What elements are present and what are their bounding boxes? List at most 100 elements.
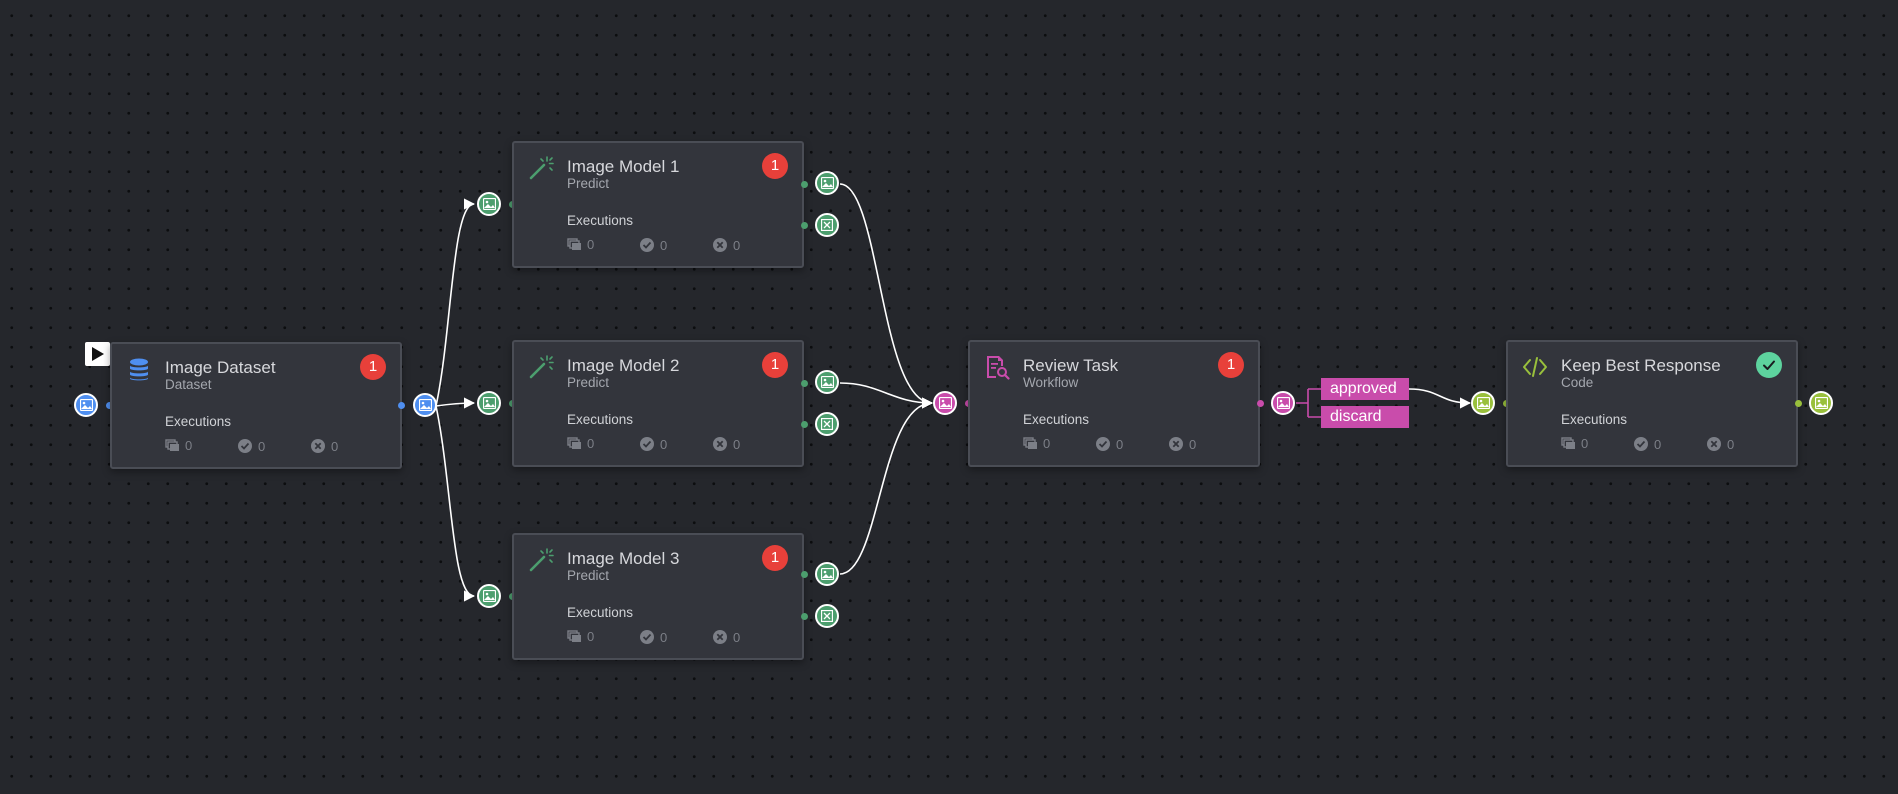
- start-button[interactable]: [85, 342, 110, 366]
- image-icon: [938, 397, 952, 409]
- error-badge[interactable]: 1: [762, 153, 788, 179]
- image-icon: [79, 399, 93, 411]
- model-2-input-port[interactable]: [477, 391, 501, 415]
- error-badge[interactable]: 1: [360, 354, 386, 380]
- node-keep-best-response[interactable]: Keep Best Response Code Executions 0 0 0: [1506, 340, 1798, 467]
- branch-discard[interactable]: discard: [1321, 406, 1409, 428]
- succeeded-count: 0: [1116, 436, 1124, 452]
- broken-image-icon: [821, 610, 833, 622]
- stack-icon: [165, 439, 179, 451]
- image-icon: [1476, 397, 1490, 409]
- keep-output-dot: [1795, 400, 1802, 407]
- model-3-error-port[interactable]: [815, 604, 839, 628]
- stack-icon: [567, 437, 581, 449]
- executions-total: 0: [1023, 436, 1050, 451]
- check-circle-icon: [1634, 437, 1648, 451]
- model-3-output-port[interactable]: [815, 562, 839, 586]
- model-2-error-port[interactable]: [815, 412, 839, 436]
- model-1-output-dot: [801, 181, 808, 188]
- failed-count: 0: [1727, 436, 1735, 452]
- edge-review-to-branches: [1296, 388, 1321, 418]
- branch-approved[interactable]: approved: [1321, 378, 1409, 400]
- keep-input-port[interactable]: [1471, 391, 1495, 415]
- executions-succeeded: 0: [639, 629, 667, 645]
- executions-label: Executions: [1561, 412, 1628, 427]
- executions-total: 0: [1561, 436, 1588, 451]
- image-icon: [820, 568, 834, 580]
- review-input-port[interactable]: [933, 391, 957, 415]
- x-circle-icon: [713, 437, 727, 451]
- review-output-dot: [1257, 400, 1264, 407]
- review-output-port[interactable]: [1271, 391, 1295, 415]
- node-title: Image Model 3: [567, 549, 680, 568]
- edge-approved-to-keep: [1408, 388, 1472, 409]
- node-image-dataset[interactable]: Image Dataset Dataset 1 Executions 0 0 0: [110, 342, 402, 469]
- executions-label: Executions: [567, 412, 634, 427]
- x-circle-icon: [311, 439, 325, 453]
- broken-image-icon: [821, 219, 833, 231]
- edge-dataset-to-model-1: [435, 198, 476, 407]
- node-subtitle: Predict: [567, 568, 610, 583]
- error-badge[interactable]: 1: [1218, 352, 1244, 378]
- dataset-output-port[interactable]: [413, 393, 437, 417]
- executions-total: 0: [567, 436, 594, 451]
- success-badge[interactable]: [1756, 352, 1782, 378]
- executions-succeeded: 0: [1095, 436, 1123, 452]
- error-badge[interactable]: 1: [762, 352, 788, 378]
- node-subtitle: Predict: [567, 176, 610, 191]
- image-icon: [820, 177, 834, 189]
- node-title: Image Model 1: [567, 157, 680, 176]
- node-title: Keep Best Response: [1561, 356, 1721, 375]
- succeeded-count: 0: [660, 237, 668, 253]
- image-icon: [1276, 397, 1290, 409]
- check-circle-icon: [1096, 437, 1110, 451]
- check-circle-icon: [238, 439, 252, 453]
- model-1-input-port[interactable]: [477, 192, 501, 216]
- model-3-input-port[interactable]: [477, 584, 501, 608]
- stack-icon: [567, 630, 581, 642]
- review-document-icon: [987, 356, 1010, 380]
- check-icon: [1763, 360, 1775, 370]
- image-icon: [482, 397, 496, 409]
- executions-failed: 0: [712, 237, 740, 253]
- edge-model-1-to-review: [839, 183, 934, 409]
- node-review-task[interactable]: Review Task Workflow 1 Executions 0 0 0: [968, 340, 1260, 467]
- succeeded-count: 0: [258, 438, 266, 454]
- error-badge[interactable]: 1: [762, 545, 788, 571]
- model-1-output-port[interactable]: [815, 171, 839, 195]
- executions-label: Executions: [1023, 412, 1090, 427]
- total-count: 0: [587, 237, 595, 252]
- edge-model-2-to-review: [839, 382, 934, 409]
- stack-icon: [1561, 437, 1575, 449]
- node-image-model-3[interactable]: Image Model 3 Predict 1 Executions 0 0 0: [512, 533, 804, 660]
- image-icon: [418, 399, 432, 411]
- executions-failed: 0: [712, 629, 740, 645]
- succeeded-count: 0: [660, 629, 668, 645]
- model-3-output-dot: [801, 571, 808, 578]
- executions-label: Executions: [567, 605, 634, 620]
- image-icon: [820, 376, 834, 388]
- node-image-model-1[interactable]: Image Model 1 Predict 1 Executions 0 0 0: [512, 141, 804, 268]
- node-title: Image Dataset: [165, 358, 276, 377]
- total-count: 0: [185, 438, 193, 453]
- total-count: 0: [587, 436, 595, 451]
- model-1-error-port[interactable]: [815, 213, 839, 237]
- node-image-model-2[interactable]: Image Model 2 Predict 1 Executions 0 0 0: [512, 340, 804, 467]
- executions-succeeded: 0: [237, 438, 265, 454]
- x-circle-icon: [713, 630, 727, 644]
- model-2-output-port[interactable]: [815, 370, 839, 394]
- executions-succeeded: 0: [1633, 436, 1661, 452]
- total-count: 0: [1581, 436, 1589, 451]
- failed-count: 0: [331, 438, 339, 454]
- dataset-output-dot: [398, 402, 405, 409]
- node-title: Image Model 2: [567, 356, 680, 375]
- check-circle-icon: [640, 238, 654, 252]
- dataset-input-port[interactable]: [74, 393, 98, 417]
- total-count: 0: [587, 629, 595, 644]
- keep-output-port[interactable]: [1809, 391, 1833, 415]
- executions-failed: 0: [310, 438, 338, 454]
- image-icon: [482, 590, 496, 602]
- succeeded-count: 0: [1654, 436, 1662, 452]
- succeeded-count: 0: [660, 436, 668, 452]
- stack-icon: [567, 238, 581, 250]
